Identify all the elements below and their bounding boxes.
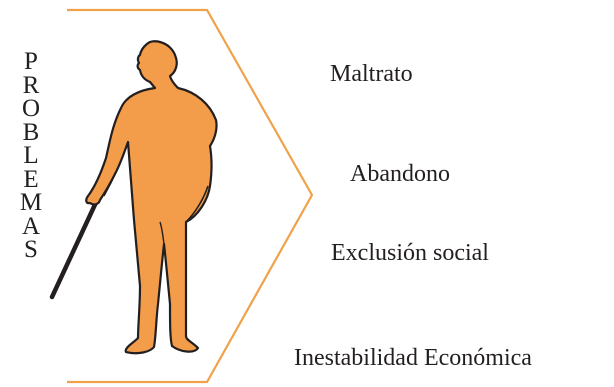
title-letter: O <box>21 95 41 122</box>
title-letter: M <box>19 189 43 216</box>
problem-item-inestabilidad-economica: Inestabilidad Económica <box>294 345 532 371</box>
problem-item-abandono: Abandono <box>350 161 450 187</box>
title-letter: A <box>21 212 41 240</box>
title-letter: P <box>24 48 38 75</box>
problemas-vertical-label: P R O B L E M A S <box>16 48 46 263</box>
title-letter: B <box>22 118 40 146</box>
problem-item-exclusion-social: Exclusión social <box>331 240 489 266</box>
chevron-bracket <box>67 8 314 384</box>
title-letter: L <box>23 142 39 169</box>
title-letter: S <box>24 236 38 263</box>
cane <box>49 193 102 300</box>
title-letter: R <box>22 71 40 99</box>
elderly-person-with-cane-icon <box>85 40 218 355</box>
title-letter: E <box>23 165 39 193</box>
problem-item-maltrato: Maltrato <box>330 61 413 87</box>
